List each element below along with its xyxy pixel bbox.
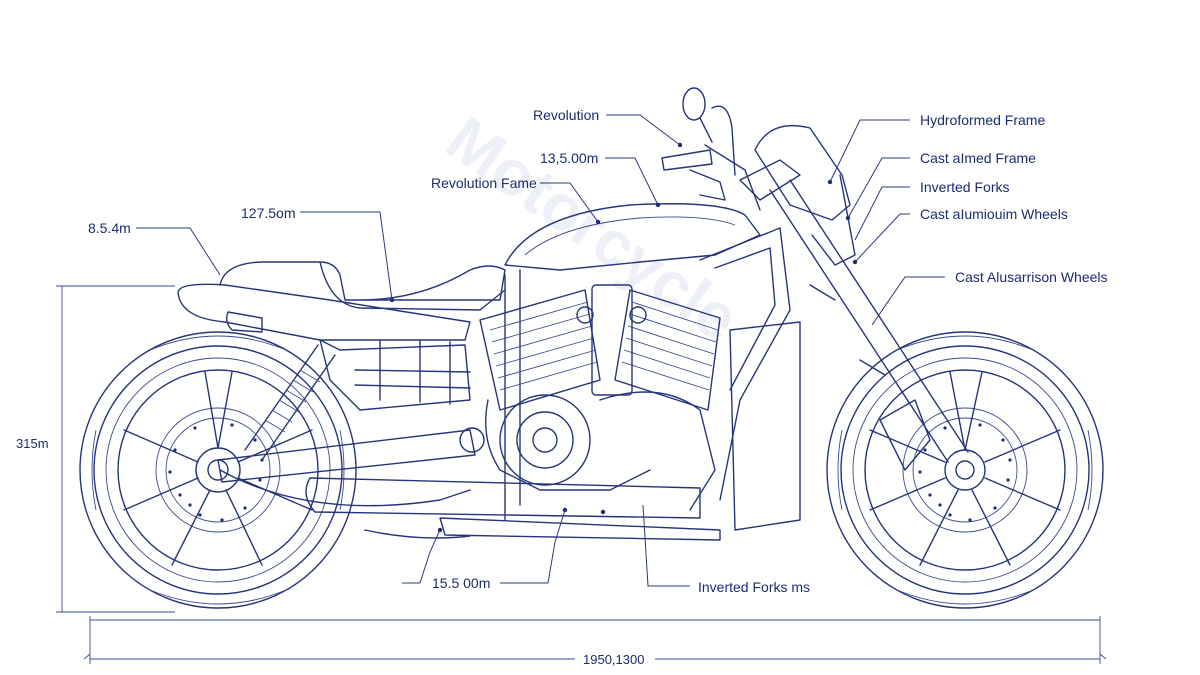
label-inverted-forks-top: Inverted Forks bbox=[920, 179, 1009, 195]
fuel-tank bbox=[504, 203, 761, 271]
label-revolution-frame: Revolution Fame bbox=[431, 175, 537, 191]
label-cast-alusarrison-wheels: Cast Alusarrison Wheels bbox=[955, 269, 1108, 285]
callouts: Revolution 13,5.00m Revolution Fame 127.… bbox=[88, 107, 1108, 595]
label-dim-tail: 8.5.4m bbox=[88, 220, 131, 236]
seat bbox=[177, 261, 506, 341]
front-wheel bbox=[826, 331, 1104, 609]
label-cast-aimed-frame: Cast aImed Frame bbox=[920, 150, 1036, 166]
label-overall-length: 1950,1300 bbox=[583, 652, 644, 667]
exhaust bbox=[305, 321, 801, 541]
label-cast-aluminium-wheels: Cast aIumiouim Wheels bbox=[920, 206, 1068, 222]
label-hydroformed-frame: Hydroformed Frame bbox=[920, 112, 1045, 128]
frame bbox=[319, 227, 791, 521]
label-revolution: Revolution bbox=[533, 107, 599, 123]
swingarm bbox=[217, 344, 476, 507]
label-inverted-forks-bottom: Inverted Forks ms bbox=[698, 579, 810, 595]
rear-wheel bbox=[79, 331, 357, 609]
label-dim-bottom: 15.5 00m bbox=[432, 575, 490, 591]
label-dim-height: 315m bbox=[16, 436, 49, 451]
engine bbox=[459, 284, 721, 511]
handlebar bbox=[661, 87, 761, 211]
label-dim-seat: 127.5om bbox=[241, 205, 295, 221]
label-dim-top: 13,5.00m bbox=[540, 150, 598, 166]
dimension-lines: 315m 1950,1300 bbox=[16, 285, 1107, 667]
